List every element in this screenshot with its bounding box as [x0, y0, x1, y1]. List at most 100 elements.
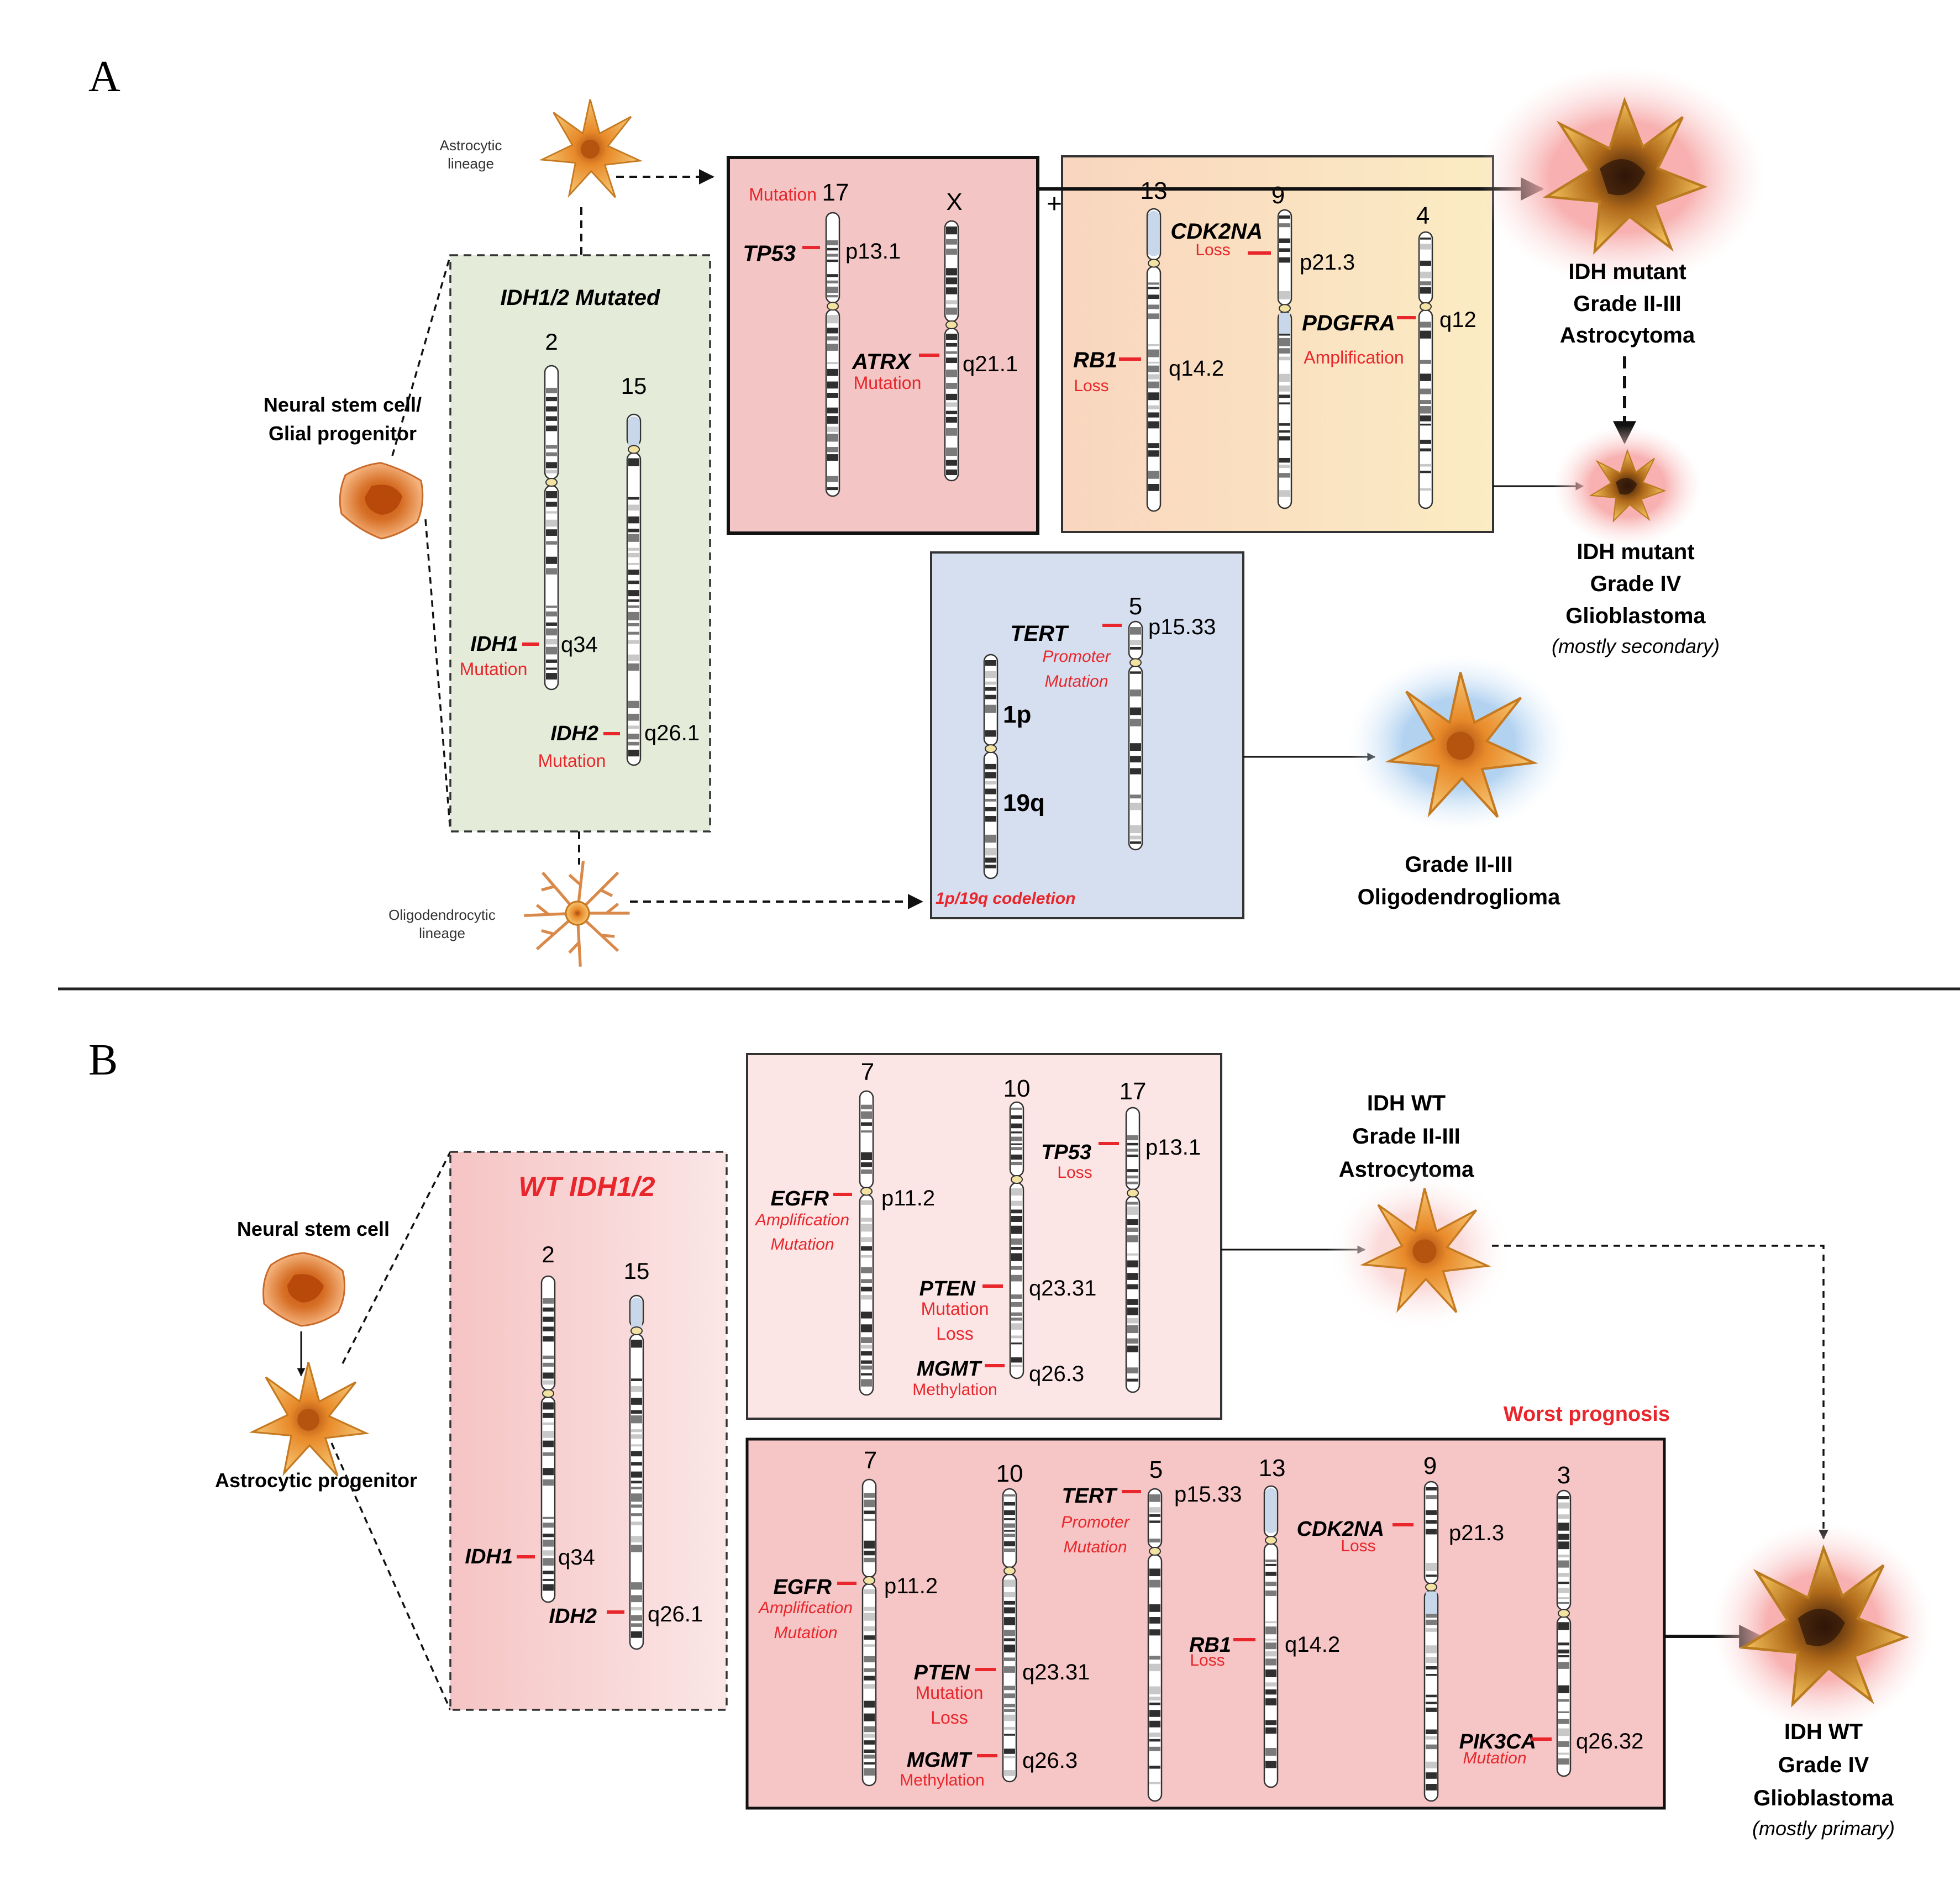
stem-cell-icon-b	[262, 1252, 346, 1327]
rb1-gene-a: RB1	[1073, 348, 1117, 372]
chromosome-2b	[540, 1275, 556, 1603]
cdk-note-a: Loss	[1195, 241, 1230, 259]
astrocytic-progenitor-icon	[253, 1362, 366, 1476]
upper-mutations-box	[746, 1053, 1222, 1420]
outcome-wt-astro-1: IDH WT	[1367, 1091, 1446, 1115]
chr13-number-a: 13	[1141, 177, 1168, 204]
wt-progression-arrow	[1492, 1245, 1828, 1540]
mgmt-gene-b2: MGMT	[907, 1748, 973, 1772]
outcome-astro-1: IDH mutant	[1568, 260, 1686, 284]
egfr-note-b2-1: Amplification	[758, 1599, 853, 1617]
tp53-note-b1: Loss	[1057, 1163, 1092, 1182]
outcome-wt-gbm-note: (mostly primary)	[1752, 1817, 1895, 1840]
progenitor-label: Astrocytic progenitor	[215, 1469, 417, 1492]
wt-idh-title: WT IDH1/2	[518, 1171, 655, 1202]
chr5-number-a: 5	[1129, 593, 1142, 620]
egfr-gene-b1: EGFR	[770, 1187, 829, 1210]
chromosome-13b2	[1263, 1485, 1279, 1788]
egfr-gene-b2: EGFR	[773, 1576, 832, 1599]
pten-note-b2-2: Loss	[931, 1708, 968, 1728]
wt-idh-box	[449, 1151, 728, 1711]
tert-band-a: p15.33	[1148, 615, 1216, 639]
tp53-band-a: p13.1	[845, 239, 901, 264]
tert-gene-b2: TERT	[1062, 1484, 1117, 1508]
outcome-oligo-1: Grade II-III	[1405, 852, 1513, 877]
pdgfra-band: q12	[1439, 308, 1476, 332]
chromosome-17b1	[1125, 1107, 1141, 1393]
idh1-band: q34	[561, 633, 598, 657]
pten-note-b2-1: Mutation	[916, 1683, 984, 1703]
mgmt-band-b2: q26.3	[1022, 1748, 1078, 1773]
chromosome-9a	[1277, 209, 1292, 509]
chromosome-10b1	[1009, 1101, 1024, 1379]
atrx-gene: ATRX	[852, 350, 912, 374]
oligo-lineage-label-1: Oligodendrocytic	[388, 907, 496, 923]
chr9-number-b2: 9	[1423, 1452, 1437, 1479]
outcome-gbm-1: IDH mutant	[1577, 540, 1694, 564]
rb1-gene-b2: RB1	[1189, 1634, 1231, 1657]
stem-cone-lower	[424, 519, 451, 832]
chromosome-9b2	[1423, 1481, 1439, 1802]
stem-cell-icon	[339, 462, 424, 540]
chr4-number-a: 4	[1416, 202, 1430, 229]
idh2-band-b: q26.1	[648, 1602, 703, 1626]
tp53-band-b1: p13.1	[1145, 1135, 1201, 1160]
idh1-gene: IDH1	[470, 633, 518, 656]
idh2-band: q26.1	[644, 721, 700, 745]
pik3ca-band: q26.32	[1576, 1729, 1643, 1753]
panel-b-letter: B	[88, 1036, 118, 1084]
atrx-band: q21.1	[963, 352, 1018, 376]
chr13-number-b2: 13	[1259, 1455, 1286, 1482]
chr2-number: 2	[545, 329, 558, 355]
outcome-gbm-3: Glioblastoma	[1565, 604, 1706, 628]
astrocyte-cell-icon	[540, 98, 642, 199]
pten-note-b1-2: Loss	[936, 1324, 974, 1344]
pten-gene-b1: PTEN	[919, 1277, 976, 1300]
cdk-gene-a: CDK2NA	[1170, 219, 1263, 244]
chromosome-10b2	[1002, 1488, 1017, 1783]
chr17-number-b1: 17	[1120, 1078, 1147, 1105]
chr3-number-b2: 3	[1557, 1462, 1570, 1489]
chr2-number-b: 2	[542, 1241, 554, 1267]
chr7-number-b2: 7	[864, 1447, 877, 1474]
codeletion-label: 1p/19q codeletion	[936, 889, 1075, 908]
lower-mutations-box	[745, 1437, 1666, 1810]
chr15-number: 15	[621, 373, 647, 399]
egfr-note-b1-2: Mutation	[770, 1235, 834, 1254]
chromosome-5a	[1128, 620, 1143, 851]
pten-band-b2: q23.31	[1022, 1660, 1090, 1684]
rb1-note-b2: Loss	[1190, 1651, 1225, 1669]
chromosome-1p19q	[983, 654, 999, 879]
idh1-note: Mutation	[460, 659, 528, 679]
arm-1p-label: 1p	[1003, 701, 1031, 728]
oligodendrocyte-cell-icon	[524, 861, 629, 967]
egfr-note-b2-2: Mutation	[774, 1624, 837, 1642]
codeletion-box	[930, 551, 1244, 919]
outcome-gbm-note: (mostly secondary)	[1552, 635, 1720, 657]
idh-mutated-title: IDH1/2 Mutated	[501, 286, 661, 310]
atrx-note: Mutation	[854, 373, 922, 393]
idh2-gene: IDH2	[550, 722, 598, 745]
mutation-label: Mutation	[749, 185, 817, 204]
tert-note-a-1: Promoter	[1042, 647, 1111, 666]
pik3ca-gene: PIK3CA	[1459, 1730, 1536, 1753]
pdgfra-note: Amplification	[1304, 347, 1404, 367]
rb1-note-a: Loss	[1074, 377, 1108, 395]
arm-19q-label: 19q	[1003, 789, 1045, 817]
astro-lineage-label-2: lineage	[448, 155, 494, 172]
egfr-band-b2: p11.2	[884, 1574, 938, 1598]
idh1-gene-b: IDH1	[465, 1545, 513, 1568]
progenitor-cone-lower	[330, 1442, 451, 1710]
cdk-band-b2: p21.3	[1449, 1521, 1504, 1545]
outcome-astro-2: Grade II-III	[1573, 292, 1681, 316]
cdk-gene-b2: CDK2NA	[1297, 1518, 1384, 1541]
pik3ca-note: Mutation	[1463, 1749, 1526, 1767]
chromosome-7b2	[861, 1478, 877, 1787]
chr9-number-a: 9	[1271, 182, 1285, 209]
mgmt-note-b1: Methylation	[912, 1381, 997, 1399]
cdk-band-a: p21.3	[1300, 250, 1355, 275]
pten-note-b1-1: Mutation	[921, 1299, 989, 1319]
outcome-wt-gbm-2: Grade IV	[1778, 1753, 1869, 1777]
chromosome-2	[544, 365, 559, 691]
tert-note-b2-2: Mutation	[1063, 1538, 1127, 1556]
